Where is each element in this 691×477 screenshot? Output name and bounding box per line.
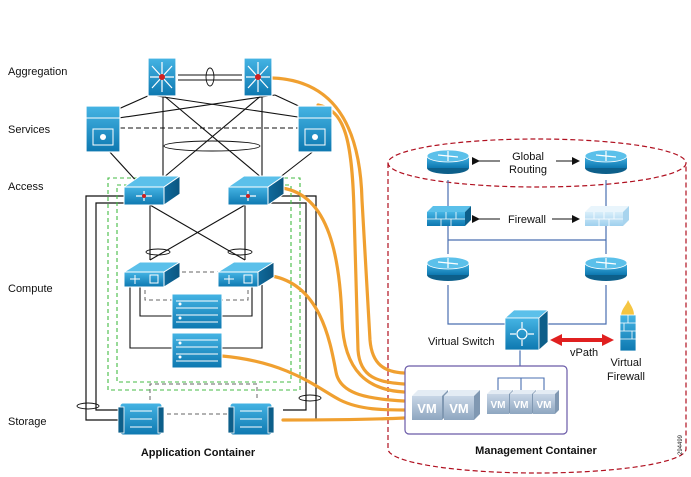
svg-text:VM: VM (417, 401, 437, 416)
aggregation-switch-icon (147, 57, 177, 97)
layer-label-storage: Storage (8, 416, 47, 428)
application-container-label: Application Container (141, 447, 256, 459)
vpath-arrow (550, 334, 614, 346)
vpath-label: vPath (570, 347, 598, 359)
router-icon (426, 256, 470, 281)
firewall-icon (585, 206, 629, 226)
access-switch-icon (226, 175, 286, 206)
storage-array-icon (227, 402, 275, 436)
management-container-label: Management Container (475, 445, 597, 457)
vm-icon: VM (510, 390, 536, 414)
fabric-interconnect-icon (216, 261, 276, 288)
core-mesh-links (104, 67, 319, 186)
aggregation-switch-icon (243, 57, 273, 97)
router-icon (584, 256, 628, 281)
storage-array-icon (117, 402, 165, 436)
vm-icon: VM (412, 390, 448, 420)
firewall-icon (427, 206, 471, 226)
virtual-firewall-icon (619, 300, 637, 352)
layer-label-services: Services (8, 124, 51, 136)
virtual-switch-label: Virtual Switch (428, 336, 494, 348)
services-module-icon (297, 105, 333, 153)
virtual-firewall-label-2: Firewall (607, 371, 645, 383)
layer-label-access: Access (8, 181, 44, 193)
svg-text:VM: VM (514, 400, 529, 411)
figure-id: 294499 (678, 434, 684, 455)
services-module-icon (85, 105, 121, 153)
global-routing-label-2: Routing (509, 164, 547, 176)
management-boundary (387, 138, 687, 474)
svg-text:VM: VM (449, 401, 469, 416)
router-icon (584, 149, 628, 174)
vm-icon: VM (487, 390, 513, 414)
blade-server-icon (171, 293, 223, 330)
svg-text:VM: VM (537, 400, 552, 411)
router-icon (426, 149, 470, 174)
firewall-label: Firewall (508, 214, 546, 226)
layer-label-compute: Compute (8, 283, 53, 295)
global-routing-label: Global (512, 151, 544, 163)
management-uplinks (220, 76, 406, 422)
vm-icon: VM (533, 390, 559, 414)
blade-server-icon (171, 332, 223, 369)
svg-text:VM: VM (491, 400, 506, 411)
access-switch-icon (122, 175, 182, 206)
layer-label-aggregation: Aggregation (8, 66, 67, 78)
virtual-switch-icon (503, 309, 550, 351)
vm-icon: VM (444, 390, 480, 420)
fabric-interconnect-icon (122, 261, 182, 288)
virtual-firewall-label: Virtual (611, 357, 642, 369)
